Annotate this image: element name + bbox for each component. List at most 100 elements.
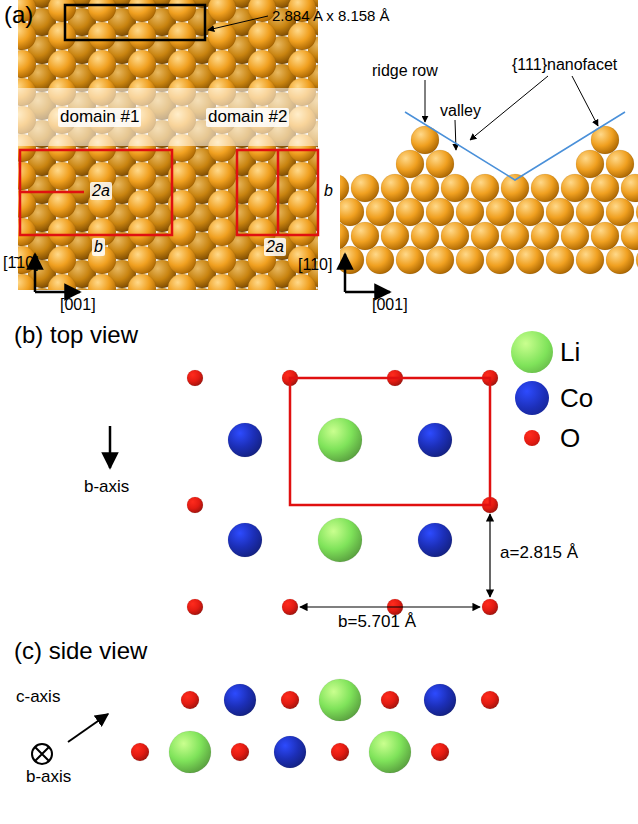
cell-divider <box>277 150 280 234</box>
metal-atom <box>88 0 116 22</box>
leader-line <box>208 16 268 30</box>
metal-atom <box>486 198 514 226</box>
metal-atom <box>561 222 589 250</box>
metal-atom <box>546 198 574 226</box>
oxygen-atom <box>131 743 149 761</box>
legend-label: Li <box>560 338 580 367</box>
metal-atom <box>456 246 484 274</box>
metal-atom <box>576 198 604 226</box>
metal-atom <box>411 174 439 202</box>
oxygen-atom <box>187 370 203 386</box>
metal-atom <box>88 50 116 78</box>
metal-atom <box>168 0 196 22</box>
metal-atom <box>591 174 619 202</box>
cobalt-atom <box>418 423 452 457</box>
unit-cell <box>290 378 490 505</box>
metal-atom <box>366 246 394 274</box>
metal-atom <box>48 246 76 274</box>
cell-edge-label: 2a <box>264 238 286 256</box>
metal-atom <box>128 190 156 218</box>
metal-atom <box>636 246 638 274</box>
axis-arrow <box>68 714 108 742</box>
metal-atom <box>411 222 439 250</box>
metal-atom <box>288 274 316 290</box>
oxygen-atom <box>381 691 399 709</box>
metal-atom <box>288 22 316 50</box>
legend-swatch <box>515 381 549 415</box>
metal-atom <box>546 246 574 274</box>
top-view-atoms <box>18 0 318 290</box>
dimension-label: b=5.701 Å <box>338 613 416 632</box>
metal-atom <box>426 198 454 226</box>
metal-atom <box>340 222 349 250</box>
panel-label: (b) top view <box>14 322 138 348</box>
leader-line <box>455 120 456 150</box>
into-page-symbol <box>35 747 49 761</box>
metal-atom <box>576 150 604 178</box>
metal-atom <box>18 274 36 290</box>
metal-atom <box>426 150 454 178</box>
metal-atom <box>501 222 529 250</box>
metal-atom <box>208 162 236 190</box>
domain-label: domain #2 <box>206 108 289 127</box>
metal-atom <box>516 246 544 274</box>
axis-arrow <box>109 426 112 468</box>
oxygen-atom <box>282 599 298 615</box>
axis-arrow <box>345 291 390 294</box>
metal-atom <box>396 246 424 274</box>
metal-atom <box>208 0 236 22</box>
metal-atom <box>208 50 236 78</box>
axis-label: b-axis <box>84 478 129 497</box>
facet-outline <box>405 112 625 180</box>
axis-label: c-axis <box>16 688 60 707</box>
metal-atom <box>396 198 424 226</box>
legend-swatch <box>524 430 540 446</box>
metal-atom <box>288 162 316 190</box>
cobalt-atom <box>418 523 452 557</box>
cobalt-atom <box>224 684 256 716</box>
metal-atom <box>48 22 76 50</box>
metal-atom <box>531 222 559 250</box>
axis-arrow <box>35 291 80 294</box>
oxygen-atom <box>481 691 499 709</box>
metal-atom <box>248 50 276 78</box>
metal-atom <box>18 50 36 78</box>
lithium-atom <box>318 518 362 562</box>
metal-atom <box>381 222 409 250</box>
domain-cell <box>237 150 318 235</box>
metal-atom <box>248 22 276 50</box>
legend-label: O <box>560 424 580 453</box>
cobalt-atom <box>228 423 262 457</box>
metal-atom <box>248 190 276 218</box>
metal-atom <box>471 222 499 250</box>
lithium-atom <box>318 418 362 462</box>
callout-label: {111}nanofacet <box>512 56 617 74</box>
domain-label: domain #1 <box>58 108 141 127</box>
metal-atom <box>621 222 638 250</box>
metal-atom <box>381 174 409 202</box>
metal-atom <box>208 190 236 218</box>
metal-atom <box>441 222 469 250</box>
into-page-symbol <box>32 744 52 764</box>
callout-label: ridge row <box>372 62 438 80</box>
metal-atom <box>128 246 156 274</box>
axis-label: [110] <box>298 256 332 274</box>
metal-atom <box>128 22 156 50</box>
metal-atom <box>128 218 156 246</box>
oxygen-atom <box>482 599 498 615</box>
domain-cell <box>20 150 172 235</box>
domain-band <box>18 88 318 146</box>
legend-label: Co <box>560 384 593 413</box>
oxygen-atom <box>181 691 199 709</box>
metal-atom <box>561 174 589 202</box>
metal-atom <box>606 198 634 226</box>
metal-atom <box>606 246 634 274</box>
metal-atom <box>531 174 559 202</box>
cobalt-atom <box>274 736 306 768</box>
side-view-atoms <box>340 126 638 274</box>
cell-edge-label: b <box>92 238 105 256</box>
metal-atom <box>471 174 499 202</box>
metal-atom <box>168 50 196 78</box>
metal-atom <box>128 50 156 78</box>
